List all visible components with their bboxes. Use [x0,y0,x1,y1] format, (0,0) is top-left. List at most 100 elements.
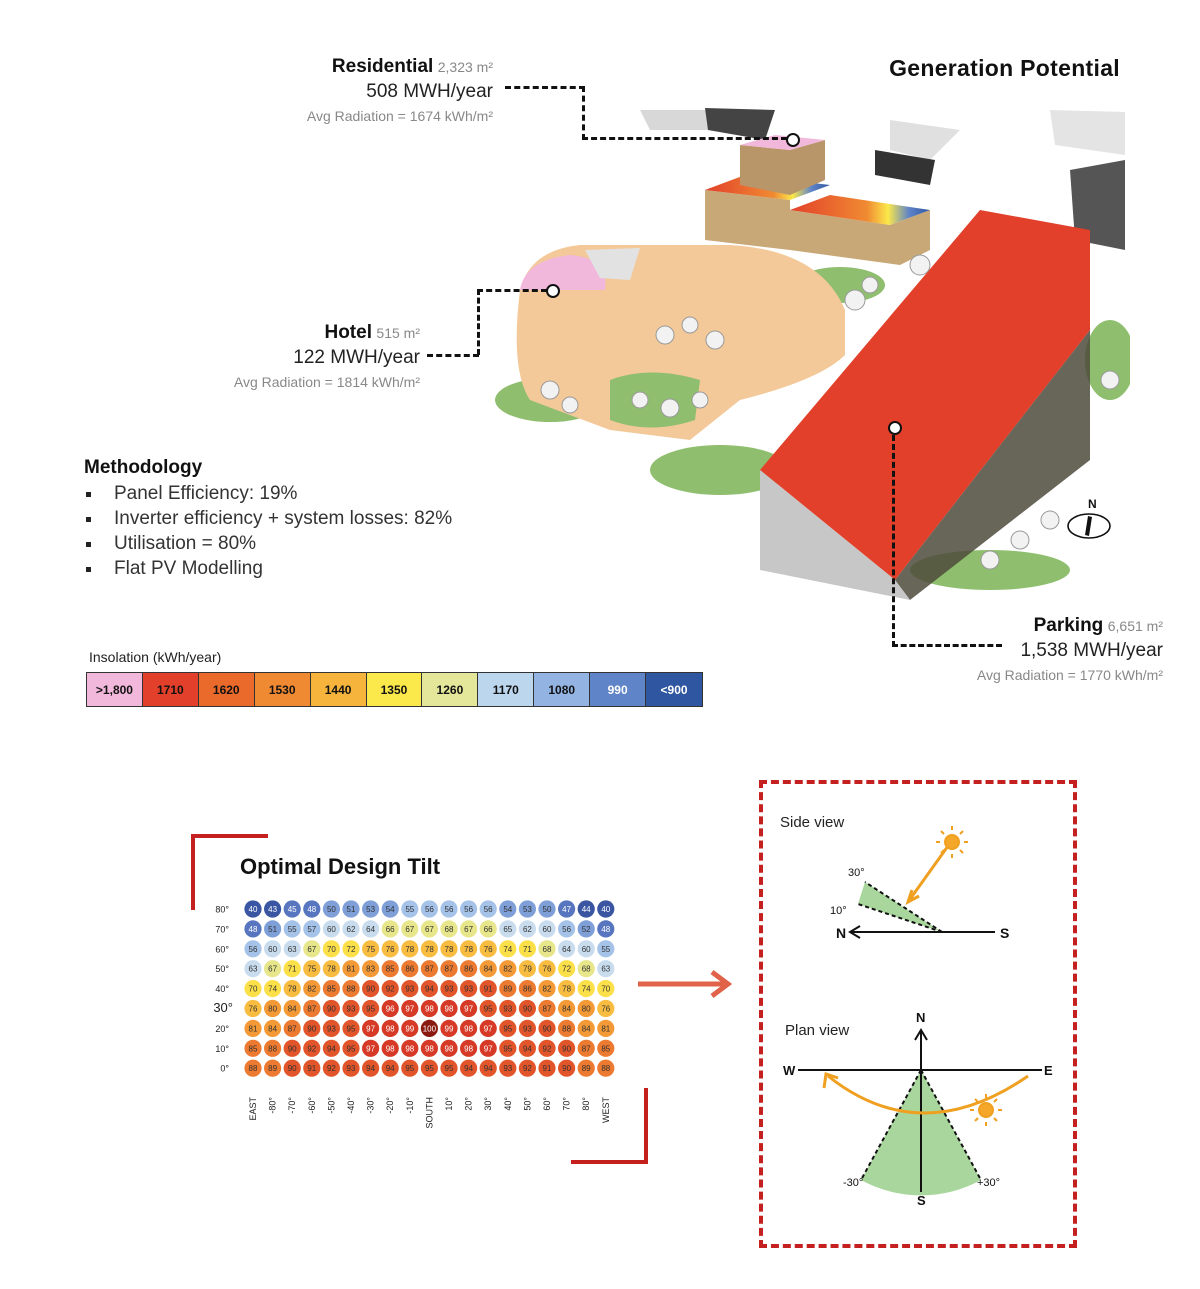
tilt-cell [518,1039,536,1057]
tilt-cell [362,999,380,1018]
methodology-item: Panel Efficiency: 19% [84,481,452,506]
tilt-cell [479,999,497,1018]
tilt-cell [322,980,340,998]
tilt-cell-value: 56 [425,905,434,914]
tilt-cell-value: 76 [386,945,395,954]
tilt-row-label: 20° [215,1024,229,1034]
hotel-grey-roof [585,248,640,280]
residential-leader [582,86,585,140]
tilt-cell [479,940,497,958]
tilt-row-label: 40° [215,984,229,994]
tilt-cell-value: 94 [386,1064,395,1073]
tilt-cell [342,920,360,938]
tilt-cell [577,920,595,938]
tilt-cell [499,940,517,958]
tilt-cell-value: 90 [288,1044,297,1053]
tilt-cell-value: 81 [249,1024,258,1033]
tilt-cell-value: 88 [562,1024,571,1033]
side-angle-low: 10° [830,905,847,917]
tilt-cell-value: 64 [562,945,571,954]
residential-facade [790,210,930,265]
tilt-cell [499,1019,517,1037]
tilt-cell-value: 76 [543,965,552,974]
tilt-cell-value: 76 [484,945,493,954]
tilt-col-label: SOUTH [424,1097,434,1129]
tilt-cell-value: 98 [386,1044,395,1053]
tilt-cell [538,980,556,998]
tilt-cell [499,980,517,998]
tilt-cell [420,999,438,1018]
plan-south-label: S [917,1193,926,1208]
tilt-cell-value: 67 [307,945,316,954]
tilt-cell [303,1059,321,1077]
sun-icon [936,826,968,858]
tilt-col-label: -40° [346,1097,356,1114]
tilt-cell [303,960,321,978]
tilt-cell [479,1059,497,1077]
tilt-cell [244,920,262,938]
tilt-cell [362,940,380,958]
tilt-cell-value: 74 [582,985,591,994]
tilt-cell [597,920,615,938]
tilt-cell-value: 85 [327,985,336,994]
tilt-cell [518,980,536,998]
tilt-cell [362,920,380,938]
tilt-cell [479,920,497,938]
tilt-cell-value: 90 [288,1064,297,1073]
landscape-green [650,445,790,495]
tilt-cell [460,900,478,918]
tilt-cell [401,1019,419,1037]
north-arrow-icon [1067,513,1111,539]
tilt-cell-value: 98 [405,1044,414,1053]
tilt-cell [244,980,262,998]
tilt-col-label: 60° [542,1097,552,1111]
tilt-cell-value: 88 [601,1064,610,1073]
tilt-cell [362,1019,380,1037]
tilt-cell-value: 48 [601,925,610,934]
tilt-cell [381,1039,399,1057]
residential-leader [582,137,787,140]
tilt-cell [577,999,595,1018]
tilt-cell [577,940,595,958]
hotel-energy: 122 MWH/year [293,347,420,368]
side-angle-high: 30° [848,867,865,879]
tilt-cell [460,960,478,978]
parking-marker [888,421,902,435]
tilt-cell-value: 56 [249,945,258,954]
tilt-col-label: -80° [268,1097,278,1114]
tilt-cell-value: 78 [425,945,434,954]
residential-energy: 508 MWH/year [366,81,493,102]
tilt-cell-value: 43 [268,905,277,914]
tilt-cell [283,960,301,978]
tilt-cell [460,1059,478,1077]
tilt-cell-value: 93 [327,1024,336,1033]
tilt-cell-value: 87 [307,1005,316,1014]
tilt-cell-value: 84 [268,1024,277,1033]
tilt-cell [264,999,282,1018]
tilt-cell [342,900,360,918]
methodology-heading: Methodology [84,457,203,478]
tilt-cell [538,1039,556,1057]
tilt-cell-value: 56 [464,905,473,914]
tilt-cell-value: 50 [327,905,336,914]
plan-west-label: W [783,1063,796,1078]
tilt-cell [597,940,615,958]
tilt-cell-value: 88 [249,1064,258,1073]
tilt-cell-value: 51 [268,925,277,934]
tilt-cell [244,999,262,1018]
tilt-cell [381,900,399,918]
tilt-cell [577,960,595,978]
tilt-cell [479,900,497,918]
tilt-col-label: -10° [405,1097,415,1114]
tilt-cell [597,980,615,998]
tilt-cell [420,1019,438,1037]
tilt-cell-value: 62 [523,925,532,934]
tilt-cell [244,960,262,978]
tilt-cell-value: 67 [405,925,414,934]
tilt-cell [401,940,419,958]
tilt-col-label: -30° [366,1097,376,1114]
tilt-col-label: 20° [464,1097,474,1111]
tilt-col-label: -60° [307,1097,317,1114]
tilt-cell [264,1019,282,1037]
